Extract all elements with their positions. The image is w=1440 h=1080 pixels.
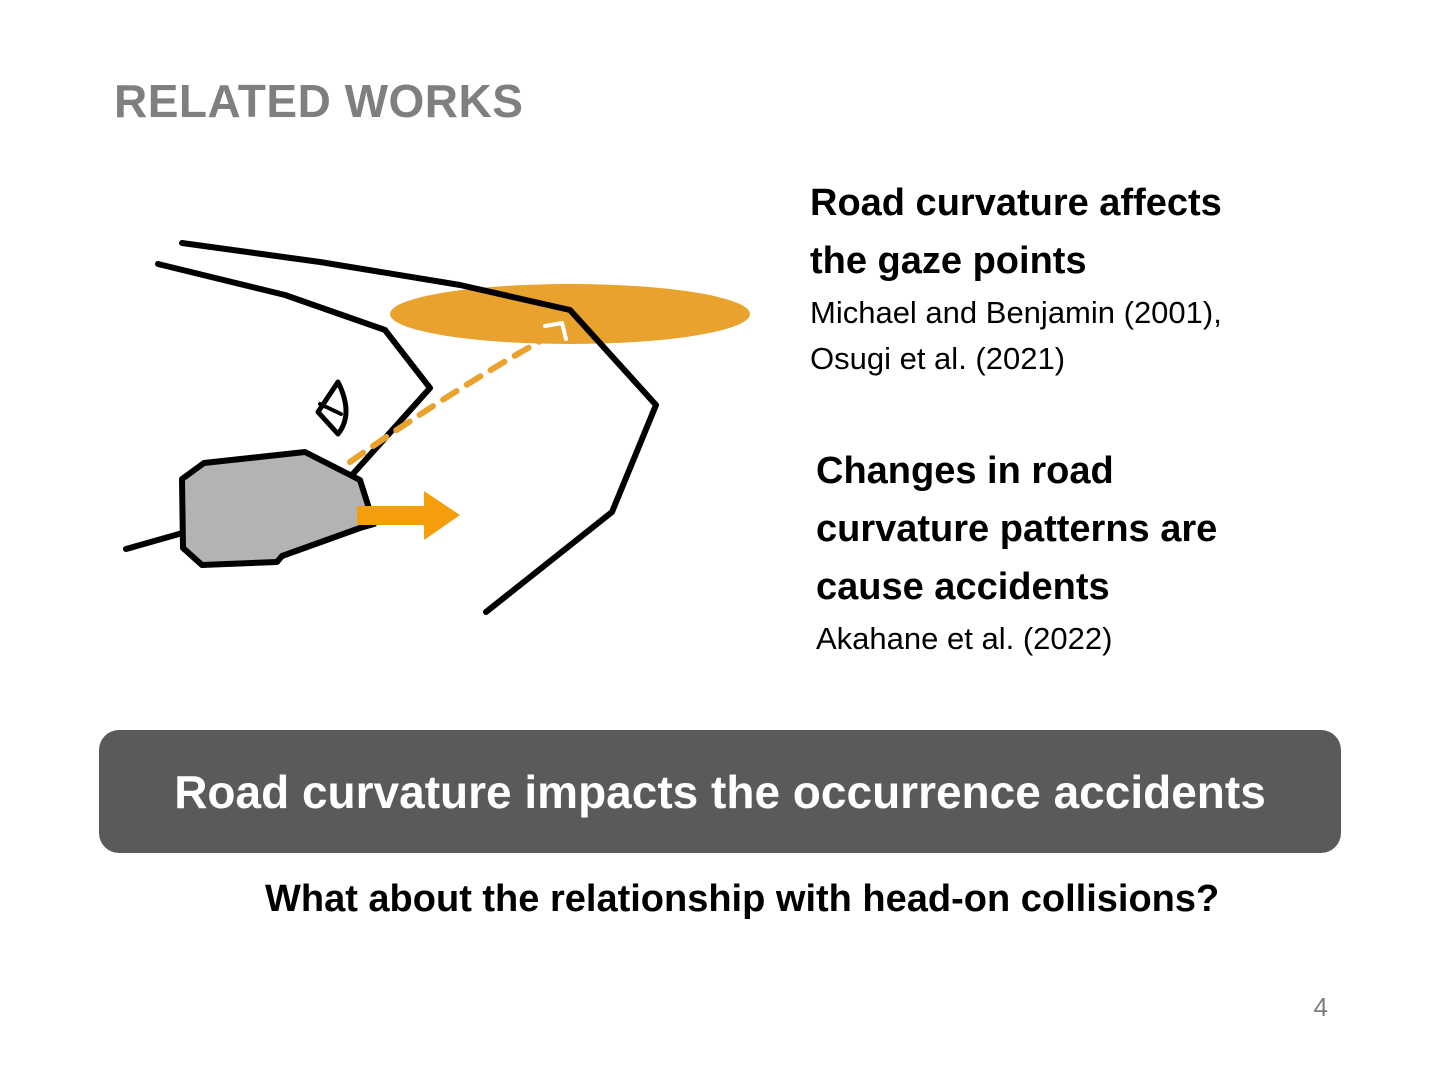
slide-title: RELATED WORKS bbox=[114, 75, 524, 127]
finding-accidents: Changes in road curvature patterns are c… bbox=[816, 442, 1217, 662]
finding-citation-line: Akahane et al. (2022) bbox=[816, 621, 1113, 656]
finding-heading-line: cause accidents bbox=[816, 566, 1110, 608]
direction-arrow bbox=[357, 491, 460, 540]
road-outer-edge bbox=[179, 240, 659, 615]
car-body bbox=[179, 449, 377, 568]
finding-citation-line: Osugi et al. (2021) bbox=[810, 341, 1066, 376]
road-inner-edge bbox=[155, 261, 433, 478]
finding-heading-line: Changes in road bbox=[816, 450, 1114, 492]
research-question: What about the relationship with head-on… bbox=[265, 878, 1220, 920]
gaze-line bbox=[347, 327, 563, 465]
road-lower-edge bbox=[123, 529, 189, 552]
finding-heading-line: curvature patterns are bbox=[816, 508, 1218, 550]
summary-banner: Road curvature impacts the occurrence ac… bbox=[99, 730, 1341, 853]
finding-heading-line: Road curvature affects bbox=[810, 182, 1222, 224]
eye-icon bbox=[315, 379, 349, 437]
summary-text: Road curvature impacts the occurrence ac… bbox=[174, 765, 1266, 818]
road-curvature-illustration bbox=[123, 240, 750, 615]
gaze-line-head bbox=[543, 321, 568, 341]
finding-heading-line: the gaze points bbox=[810, 240, 1087, 282]
finding-citation-line: Michael and Benjamin (2001), bbox=[810, 295, 1222, 330]
finding-gaze-points: Road curvature affects the gaze points M… bbox=[810, 174, 1222, 382]
page-number: 4 bbox=[1313, 992, 1328, 1022]
